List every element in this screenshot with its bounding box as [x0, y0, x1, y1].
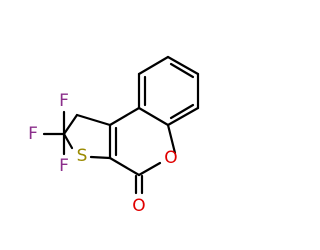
bond-c4-o5	[137, 161, 162, 177]
bond-benzene-top-inner	[169, 62, 195, 79]
bond-o5-c5a	[166, 123, 177, 155]
dihydrothiophene-ring	[62, 113, 112, 160]
bond-c9a-ch2	[75, 113, 112, 127]
molecule-canvas: F F F S O O	[28, 55, 200, 216]
atom-fluorine-top: F	[59, 91, 69, 111]
bond-benzene-fusion	[137, 106, 170, 127]
bond-benzene-lower-right	[166, 106, 200, 127]
atom-sulfur: S	[77, 146, 88, 166]
bond-benzene-upper-left	[137, 55, 170, 76]
bond-s-c3a	[89, 155, 112, 160]
atom-carbonyl-oxygen: O	[132, 196, 145, 216]
bond-benzene-top	[166, 55, 200, 76]
atom-fluorine-left: F	[28, 124, 38, 144]
bond-ch-s	[62, 132, 74, 150]
atom-fluorine-bottom: F	[59, 156, 69, 176]
atom-ring-oxygen: O	[164, 148, 177, 168]
pyranone-ring	[108, 106, 177, 195]
bond-ch2-ch	[62, 113, 79, 136]
trifluoromethyl-group	[42, 110, 66, 156]
bond-c9b-c9a	[108, 106, 141, 127]
benzene-ring	[137, 55, 200, 127]
bond-c3a-c4	[108, 156, 141, 177]
bond-benzene-lower-right-inner	[169, 103, 195, 120]
chemical-structure: F F F S O O	[28, 55, 200, 216]
